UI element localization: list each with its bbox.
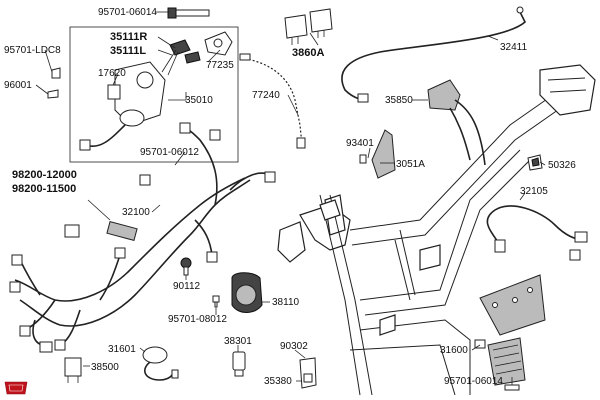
label-38500: 38500 [91,362,119,373]
horn-38110-part[interactable] [231,272,263,313]
label-32105: 32105 [520,186,548,197]
harness-32105-part[interactable] [486,205,588,261]
label-95701-08012: 95701-08012 [168,314,227,325]
label-95701-ldc8: 95701-LDC8 [4,45,61,56]
label-3860a: 3860A [292,47,324,59]
seat-lock-part[interactable] [204,31,233,56]
label-31600: 31600 [440,345,468,356]
switch-35850-part[interactable] [427,79,486,166]
label-35380: 35380 [264,376,292,387]
frame-assembly [277,64,596,396]
starter-relay-31601-part[interactable] [142,346,179,381]
label-32100: 32100 [122,207,150,218]
label-95701-06014-bottom: 95701-06014 [444,376,503,387]
screw-96001-part[interactable] [47,89,59,99]
label-77240: 77240 [252,90,280,101]
label-50326: 50326 [548,160,576,171]
label-95701-06014-top: 95701-06014 [98,7,157,18]
bolt-95701-08012-part[interactable] [212,295,220,308]
connector-50326-part[interactable] [527,154,543,171]
ignition-kit-box [69,26,239,163]
bolt-95701-06014-bottom-part[interactable] [504,384,520,391]
bolt-95701-06014-top-part[interactable] [167,7,210,19]
brand-logo-icon [4,381,28,395]
relay-38500-part[interactable] [64,357,82,383]
main-harness-32100-part[interactable] [9,122,276,353]
label-93401: 93401 [346,138,374,149]
label-38110: 38110 [272,297,300,308]
label-35111r: 35111R [110,31,147,43]
relay-35380-part[interactable] [299,357,317,389]
key-part[interactable] [161,39,201,76]
leader-lines [35,11,546,385]
label-35850: 35850 [385,95,413,106]
bracket-part[interactable] [479,274,546,336]
label-90112: 90112 [173,281,201,292]
label-90302: 90302 [280,341,308,352]
label-31601: 31601 [108,344,136,355]
bolt-90112-part[interactable] [180,257,192,276]
seat-cable-77240-part[interactable] [239,53,306,149]
sensor-3051a-part[interactable] [359,129,396,179]
label-38301: 38301 [224,336,252,347]
relay-3860a-part[interactable] [284,8,333,45]
label-35111l: 35111L [110,45,146,57]
part-labels: 95701-06014 95701-LDC8 96001 35111R 3511… [4,7,576,387]
clip-95701-ldc8-part[interactable] [51,67,61,79]
label-96001: 96001 [4,80,32,91]
label-77235: 77235 [206,60,234,71]
flasher-38301-part[interactable] [232,351,246,377]
label-32411: 32411 [500,42,528,53]
label-3051a: 3051A [396,159,425,170]
label-17620: 17620 [98,68,126,79]
regulator-31600-part[interactable] [474,337,526,386]
label-98200-12000: 98200-12000 [12,169,77,181]
label-35010: 35010 [185,95,213,106]
battery-cable-32411-part[interactable] [341,6,526,103]
ignition-lock-part[interactable] [79,61,166,151]
label-95701-06012: 95701-06012 [140,147,199,158]
label-98200-11500: 98200-11500 [12,183,76,195]
